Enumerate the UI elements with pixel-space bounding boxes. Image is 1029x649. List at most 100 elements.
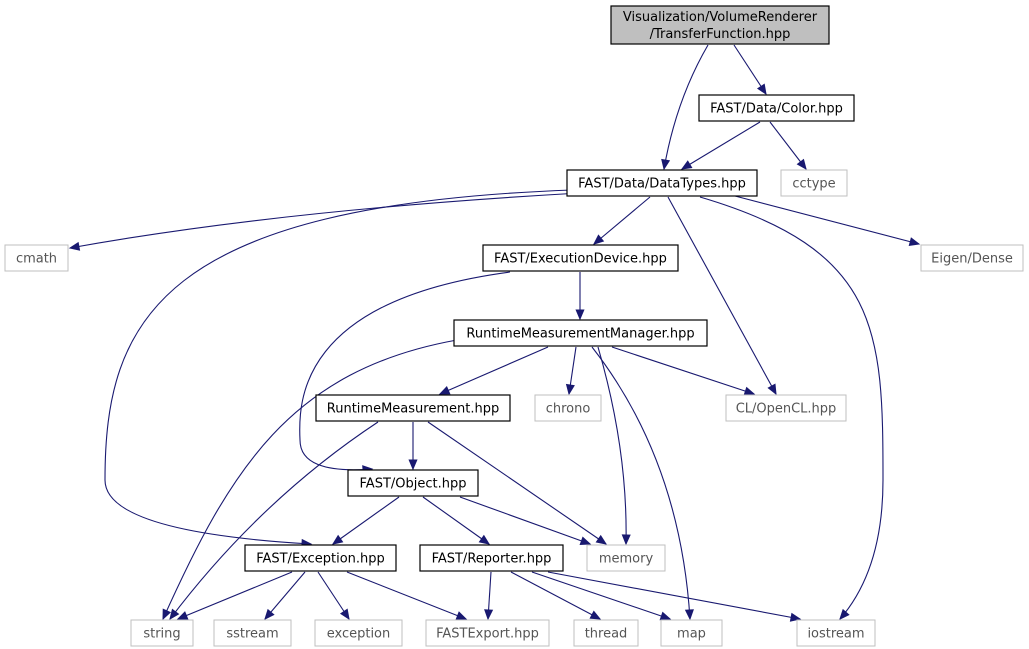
edge-rtmm-to-string	[162, 339, 458, 621]
edge-line	[769, 121, 807, 170]
node-label: iostream	[807, 627, 864, 642]
node-fastexport: FASTExport.hpp	[425, 619, 550, 647]
edge-line	[104, 189, 573, 545]
node-box	[482, 244, 679, 272]
node-eigen: Eigen/Dense	[920, 244, 1024, 272]
arrowhead-icon	[659, 611, 672, 621]
edge-reporter-to-fastexport	[484, 571, 494, 621]
node-box	[534, 394, 602, 422]
edge-execdev-to-object	[299, 271, 511, 475]
arrowhead-icon	[589, 610, 602, 620]
arrowhead-icon	[408, 459, 418, 471]
node-color[interactable]: FAST/Data/Color.hpp	[698, 94, 855, 122]
arrowhead-icon	[593, 234, 605, 245]
node-map: map	[660, 619, 723, 647]
arrowhead-icon	[339, 608, 350, 621]
nodes-layer: Visualization/VolumeRenderer/TransferFun…	[4, 5, 1024, 647]
arrowhead-icon	[438, 386, 451, 395]
edge-rtmm-to-memory	[597, 346, 631, 546]
edge-line	[439, 346, 549, 395]
node-label: FAST/ExecutionDevice.hpp	[494, 252, 667, 267]
node-label: FAST/Reporter.hpp	[432, 552, 552, 567]
edge-reporter-to-thread	[510, 571, 602, 620]
node-iostream: iostream	[796, 619, 876, 647]
node-label: exception	[327, 627, 391, 642]
arrowhead-icon	[575, 309, 585, 321]
edge-execdev-to-rtmm	[575, 272, 585, 321]
edge-rtm-to-string	[169, 421, 379, 621]
node-label: string	[143, 627, 180, 642]
node-box	[425, 619, 550, 647]
node-reporter[interactable]: FAST/Reporter.hpp	[419, 544, 564, 572]
arrowhead-icon	[756, 83, 767, 96]
edge-line	[459, 496, 591, 545]
node-rtmm[interactable]: RuntimeMeasurementManager.hpp	[453, 319, 708, 347]
edge-line	[699, 196, 884, 620]
edge-line	[547, 571, 801, 620]
arrowhead-icon	[264, 608, 275, 620]
node-rtm[interactable]: RuntimeMeasurement.hpp	[315, 394, 511, 422]
node-box	[130, 619, 194, 647]
node-label: memory	[599, 552, 654, 567]
node-sstream: sstream	[213, 619, 292, 647]
arrowhead-icon	[595, 534, 608, 545]
arrowhead-icon	[680, 160, 693, 170]
node-box	[315, 394, 511, 422]
arrowhead-icon	[621, 534, 631, 546]
edge-datatypes-to-execdev	[593, 196, 651, 245]
node-cmath: cmath	[4, 244, 69, 272]
arrowhead-icon	[484, 609, 494, 621]
node-box	[920, 244, 1024, 272]
edge-line	[169, 421, 379, 620]
edge-rtmm-to-chrono	[565, 346, 577, 396]
edge-datatypes-to-iostream	[699, 196, 884, 620]
node-label: Visualization/VolumeRenderer	[623, 10, 818, 25]
edge-line	[593, 196, 651, 245]
arrowhead-icon	[478, 534, 491, 545]
node-object[interactable]: FAST/Object.hpp	[347, 469, 479, 497]
arrowhead-icon	[661, 158, 671, 171]
node-label: FASTExport.hpp	[436, 627, 539, 642]
node-label: cmath	[16, 252, 57, 267]
node-root[interactable]: Visualization/VolumeRenderer/TransferFun…	[610, 5, 830, 45]
edge-line	[663, 44, 709, 170]
node-exceptionstd: exception	[314, 619, 403, 647]
edge-rtmm-to-opencl	[611, 346, 756, 396]
edge-line	[177, 571, 293, 620]
node-exception[interactable]: FAST/Exception.hpp	[244, 544, 397, 572]
edge-root-to-color	[733, 44, 767, 96]
edge-datatypes-to-opencl	[667, 196, 777, 396]
node-box	[796, 619, 876, 647]
node-label: /TransferFunction.hpp	[650, 27, 791, 42]
node-label: RuntimeMeasurement.hpp	[327, 402, 499, 417]
edge-datatypes-to-exception	[104, 189, 573, 548]
edge-line	[733, 44, 767, 95]
node-label: Eigen/Dense	[931, 252, 1013, 267]
edge-object-to-memory	[459, 496, 592, 546]
node-box	[314, 619, 403, 647]
edge-line	[299, 271, 511, 471]
edge-rtmm-to-map	[591, 346, 694, 621]
node-box	[453, 319, 708, 347]
node-box	[347, 469, 479, 497]
node-label: map	[677, 627, 706, 642]
node-label: FAST/Exception.hpp	[256, 552, 385, 567]
edge-exception-to-sstream	[264, 571, 306, 620]
edge-line	[734, 195, 920, 245]
node-chrono: chrono	[534, 394, 602, 422]
edge-line	[332, 496, 400, 545]
edge-color-to-datatypes	[680, 121, 761, 170]
node-label: sstream	[226, 627, 278, 642]
node-string: string	[130, 619, 194, 647]
arrowhead-icon	[176, 611, 189, 620]
edge-line	[422, 496, 490, 545]
node-label: FAST/Data/Color.hpp	[710, 102, 843, 117]
arrowhead-icon	[684, 609, 694, 621]
edge-datatypes-to-eigen	[734, 195, 921, 247]
edge-rtmm-to-rtm	[438, 346, 549, 395]
edge-line	[597, 346, 627, 545]
node-datatypes[interactable]: FAST/Data/DataTypes.hpp	[566, 169, 758, 197]
node-execdev[interactable]: FAST/ExecutionDevice.hpp	[482, 244, 679, 272]
edge-color-to-cctype	[769, 121, 807, 171]
